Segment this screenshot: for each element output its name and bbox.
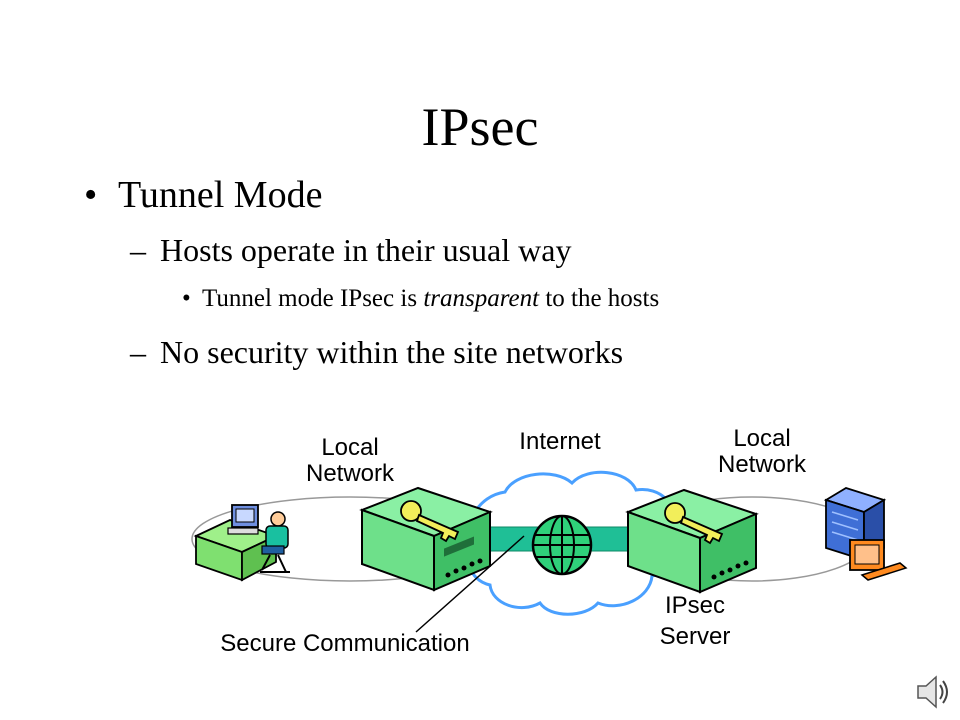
label-internet: Internet bbox=[519, 428, 601, 455]
label-local-network-right: Local Network bbox=[702, 426, 822, 478]
globe-icon bbox=[531, 514, 593, 576]
secure-communication-pointer bbox=[415, 535, 525, 633]
bullet-text-post: to the hosts bbox=[539, 285, 660, 312]
bullet-text: Tunnel Mode bbox=[118, 174, 323, 216]
bullet-tunnel-mode: • Tunnel Mode bbox=[84, 170, 322, 220]
left-ipsec-gateway-device bbox=[359, 486, 493, 592]
label-line: Network bbox=[717, 451, 807, 478]
bullet-text: Hosts operate in their usual way bbox=[160, 232, 572, 268]
label-ipsec-server: IPsec Server bbox=[640, 590, 750, 652]
bullet-marker: • bbox=[182, 285, 191, 312]
label-line: Local bbox=[321, 434, 379, 461]
label-line: Network bbox=[305, 460, 395, 487]
subsubbullet-transparent: • Tunnel mode IPsec is transparent to the… bbox=[182, 282, 659, 316]
bullet-text-emph: transparent bbox=[423, 285, 540, 312]
workstation-host-icon bbox=[193, 504, 290, 582]
slide-title: IPsec bbox=[421, 97, 539, 157]
label-secure-communication: Secure Communication bbox=[220, 630, 470, 657]
speaker-icon[interactable] bbox=[916, 672, 952, 712]
right-key-icon bbox=[664, 502, 724, 545]
label-line: IPsec bbox=[664, 592, 726, 619]
bullet-marker: • bbox=[84, 174, 98, 216]
label-line: Local bbox=[733, 425, 791, 452]
bullet-marker: – bbox=[130, 334, 146, 370]
subbullet-hosts-operate: –Hosts operate in their usual way bbox=[130, 228, 571, 272]
label-line: Server bbox=[659, 623, 731, 650]
bullet-marker: – bbox=[130, 232, 146, 268]
server-icon bbox=[823, 487, 908, 581]
bullet-text-pre: Tunnel mode IPsec is bbox=[202, 285, 424, 312]
label-local-network-left: Local Network bbox=[290, 435, 410, 487]
left-key-icon bbox=[400, 500, 460, 543]
subbullet-no-security: –No security within the site networks bbox=[130, 330, 623, 374]
bullet-text: No security within the site networks bbox=[160, 334, 624, 370]
